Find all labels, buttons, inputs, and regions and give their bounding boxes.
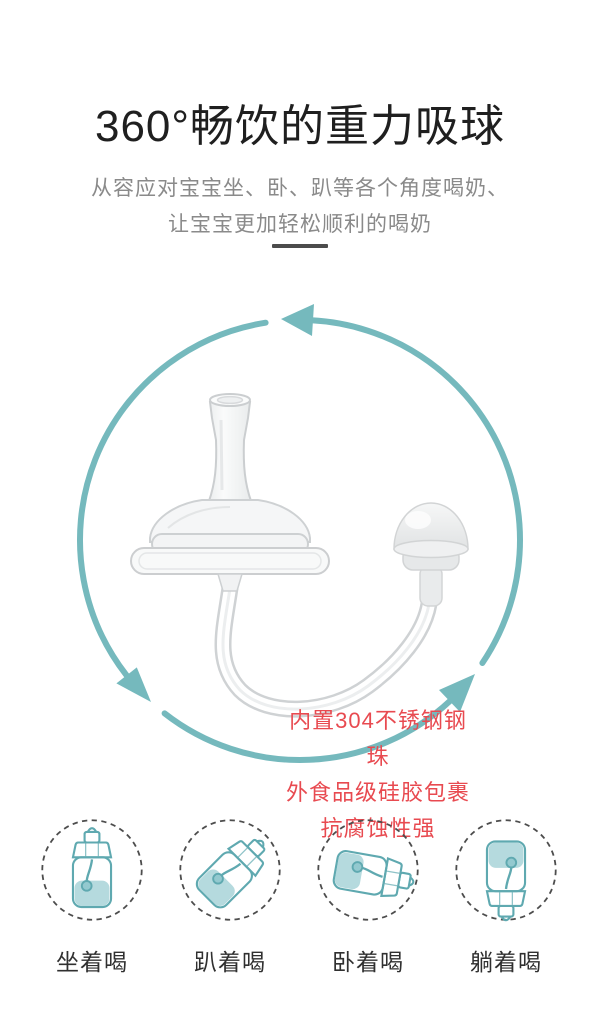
lower-rim-inner: [138, 552, 322, 570]
gravity-ball-mini: [212, 872, 224, 885]
spout-cap: [83, 830, 101, 844]
gravity-ball-mini: [80, 880, 93, 892]
straw-line: [85, 859, 94, 882]
rotation-arrow-left-icon: [116, 667, 151, 702]
rotation-arc-segment-bottom: [161, 697, 453, 763]
rotation-diagram: 内置304不锈钢钢珠 外食品级硅胶包裹 抗腐蚀性强: [0, 290, 600, 841]
lid-detail: [85, 843, 99, 857]
sitting-bottle-icon: [41, 819, 143, 921]
usage-label-sitting: 坐着喝: [56, 949, 128, 975]
lid-handle: [86, 827, 98, 833]
dashed-circle: [41, 819, 143, 921]
gravity-ball-mini: [505, 856, 518, 869]
material-annotation: 内置304不锈钢钢珠 外食品级硅胶包裹 抗腐蚀性强: [278, 703, 478, 847]
spout-opening-inner: [216, 395, 244, 405]
side-lying-bottle-icon: [317, 819, 419, 921]
usage-icon-row: 坐着喝 趴着喝: [0, 815, 600, 1015]
straw-product-illustration: [130, 393, 469, 718]
lying-back-bottle-icon: [455, 819, 557, 922]
gravity-ball-mini: [351, 861, 364, 873]
page-title: 360°畅饮的重力吸球: [94, 102, 505, 151]
lid-detail: [384, 870, 400, 887]
bottle-drawing: [332, 850, 415, 898]
bottle-body: [485, 840, 527, 893]
rotation-arc-segment-left: [77, 319, 269, 679]
spout-highlight: [219, 419, 224, 491]
bottle-drawing: [71, 827, 113, 909]
usage-item-lying-back: 躺着喝: [437, 815, 575, 1015]
lid-band: [226, 840, 265, 878]
bottle-body: [71, 856, 113, 909]
lid-handle: [256, 839, 265, 848]
annotation-line-2: 外食品级硅胶包裹: [285, 780, 470, 805]
water-fill: [198, 869, 235, 906]
gravity-ball-highlight: [405, 511, 431, 529]
lid-band: [71, 841, 113, 859]
straw-line: [220, 862, 242, 877]
straw-tube-wall: [221, 586, 431, 711]
subtitle-line-1: 从容应对宝宝坐、卧、趴等各个角度喝奶、: [91, 177, 509, 200]
straw-tube: [214, 579, 438, 718]
bottle-drawing: [485, 840, 527, 922]
bottle-body: [195, 851, 253, 909]
usage-item-prone: 趴着喝: [161, 815, 299, 1015]
subtitle-line-2: 让宝宝更加轻松顺利的喝奶: [168, 213, 432, 236]
rotation-circle: [77, 317, 523, 763]
prone-bottle-icon: [179, 819, 281, 921]
dome-shoulder: [149, 499, 311, 543]
lid-detail: [237, 847, 257, 867]
rotation-arc-segment-right: [308, 317, 523, 666]
straw-line: [361, 866, 383, 878]
dome-highlight: [167, 506, 231, 529]
dashed-circle: [179, 819, 281, 921]
annotation-line-3: 抗腐蚀性强: [320, 816, 436, 841]
divider: [272, 244, 328, 248]
usage-item-sitting: 坐着喝: [23, 815, 161, 1015]
usage-label-prone: 趴着喝: [194, 949, 266, 975]
spout-cap: [497, 904, 515, 918]
rotation-arrow-top-icon: [281, 304, 314, 336]
lid-band: [485, 890, 527, 908]
usage-label-side-lying: 卧着喝: [332, 949, 404, 975]
rotation-diagram-svg: [77, 304, 523, 763]
gravity-ball-stem: [419, 565, 443, 607]
spout-body: [207, 401, 253, 502]
disc-connector: [216, 573, 244, 592]
rotation-arrow-right-icon: [439, 674, 475, 712]
lid-handle: [500, 915, 512, 922]
lower-rim-disc: [130, 547, 330, 575]
bottle-drawing: [195, 838, 266, 909]
usage-label-lying-back: 躺着喝: [470, 949, 542, 975]
lid-handle: [408, 876, 415, 887]
straw-line: [504, 866, 513, 890]
usage-item-side-lying: 卧着喝: [299, 815, 437, 1015]
bottle-body: [332, 850, 388, 896]
lid-detail: [499, 892, 513, 905]
gravity-ball-brim: [393, 539, 469, 559]
dashed-circle: [317, 819, 419, 921]
annotation-line-1: 内置304不锈钢钢珠: [289, 708, 467, 769]
